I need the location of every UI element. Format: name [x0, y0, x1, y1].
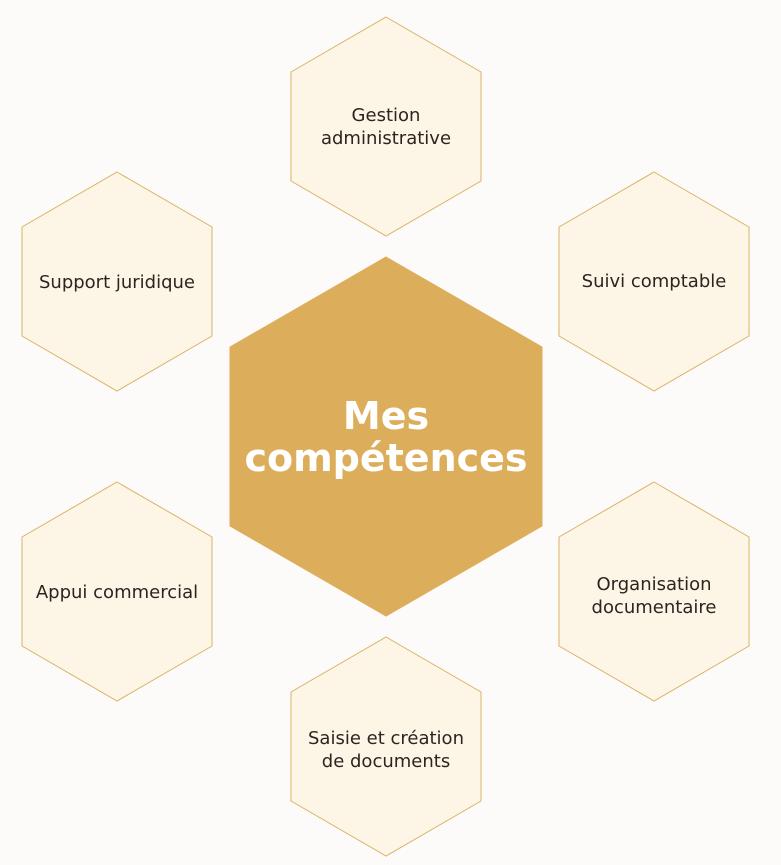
hex-organisation-documentaire — [558, 481, 750, 702]
skill-label-appui-commercial: Appui commercial — [35, 582, 199, 603]
center-title: Mes compétences — [244, 393, 528, 480]
skill-label-support-juridique: Support juridique — [38, 272, 196, 293]
hex-appui-commercial — [21, 481, 213, 702]
hex-support-juridique — [21, 171, 213, 392]
skill-label-organisation-documentaire: Organisation documentaire — [591, 574, 717, 618]
center-hexagon — [229, 256, 543, 617]
skill-label-gestion-administrative: Gestion administrative — [320, 104, 452, 149]
skill-label-saisie-creation-documents: Saisie et création de documents — [308, 727, 464, 772]
hex-suivi-comptable — [558, 171, 750, 392]
hex-saisie-creation-documents — [290, 636, 482, 857]
skill-label-suivi-comptable: Suivi comptable — [581, 271, 727, 292]
hex-gestion-administrative — [290, 16, 482, 237]
